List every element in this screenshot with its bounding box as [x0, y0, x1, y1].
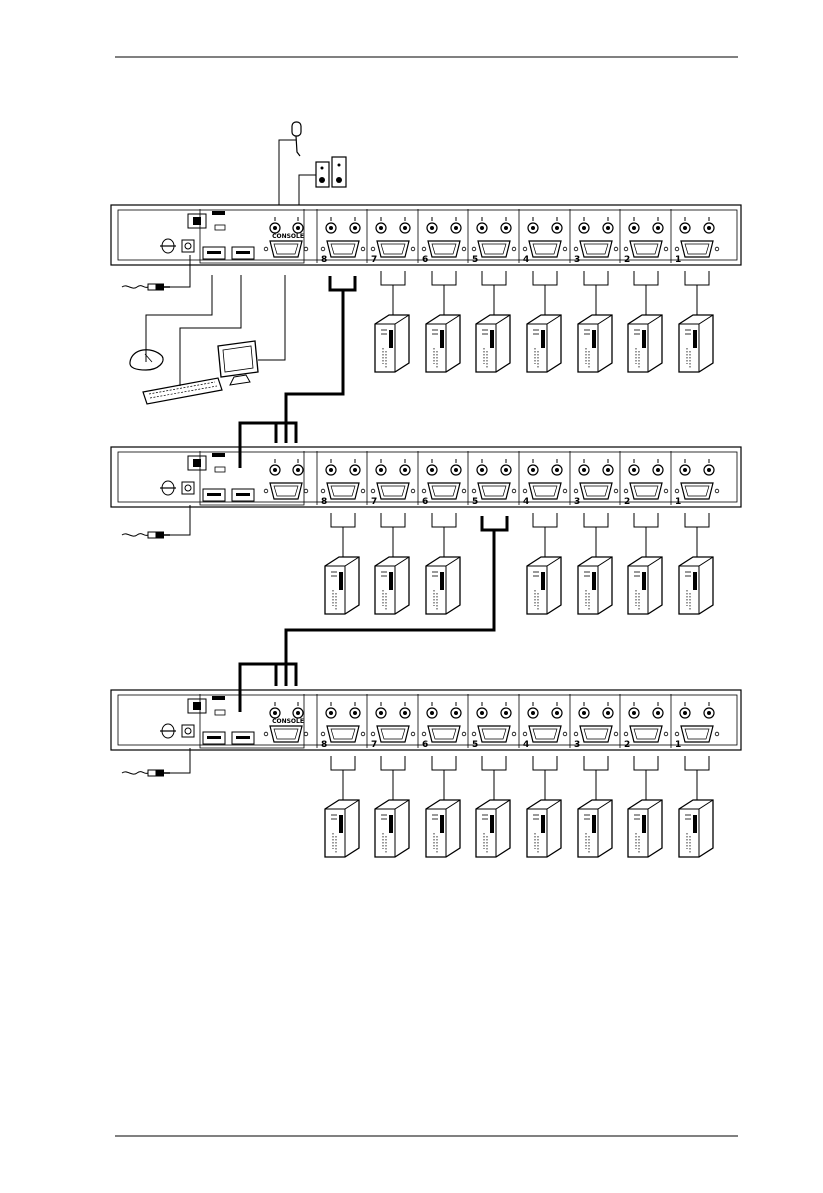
- computer-icon: [628, 271, 662, 372]
- cascade-cable-2-to-3: [240, 516, 507, 712]
- port-number-3: 3: [574, 255, 580, 265]
- port-number-3: 3: [574, 740, 580, 750]
- computer-icon: [476, 756, 510, 857]
- computer-icon: [375, 756, 409, 857]
- computer-icon: [527, 513, 561, 614]
- kvm-switch-1: CONSOLE 8 7 6 5 4 3 2 1: [111, 205, 741, 265]
- computer-icon: [426, 271, 460, 372]
- computer-icon: [628, 513, 662, 614]
- port-number-5: 5: [472, 255, 478, 265]
- port-number-8: 8: [321, 740, 327, 750]
- computer-icon: [426, 756, 460, 857]
- console-label: CONSOLE: [272, 233, 304, 240]
- port-number-4: 4: [523, 255, 529, 265]
- keyboard-icon: [143, 275, 241, 404]
- port-number-7: 7: [371, 255, 377, 265]
- port-number-2: 2: [624, 740, 630, 750]
- port-number-7: 7: [371, 497, 377, 507]
- computer-icon: [578, 271, 612, 372]
- mouse-icon: [130, 275, 212, 370]
- port-number-2: 2: [624, 255, 630, 265]
- computer-icon: [527, 271, 561, 372]
- port-number-3: 3: [574, 497, 580, 507]
- computer-icon: [476, 271, 510, 372]
- computer-icon: [375, 271, 409, 372]
- port-number-6: 6: [422, 255, 428, 265]
- port-number-4: 4: [523, 497, 529, 507]
- port-number-6: 6: [422, 497, 428, 507]
- port-number-1: 1: [675, 740, 681, 750]
- port-number-4: 4: [523, 740, 529, 750]
- port-number-6: 6: [422, 740, 428, 750]
- kvm-switch-3: CONSOLE 8 7 6 5 4 3 2 1: [111, 690, 741, 750]
- computer-icon: [679, 271, 713, 372]
- computer-icon: [679, 756, 713, 857]
- port-number-1: 1: [675, 497, 681, 507]
- monitor-icon: [218, 275, 285, 385]
- port-number-5: 5: [472, 497, 478, 507]
- computer-icon: [679, 513, 713, 614]
- port-number-5: 5: [472, 740, 478, 750]
- port-number-1: 1: [675, 255, 681, 265]
- port-number-2: 2: [624, 497, 630, 507]
- power-cable-3: [122, 748, 190, 777]
- port-number-8: 8: [321, 255, 327, 265]
- computer-icon: [426, 513, 460, 614]
- port-number-7: 7: [371, 740, 377, 750]
- microphone-icon: [279, 122, 301, 206]
- port-number-8: 8: [321, 497, 327, 507]
- computer-icon: [325, 513, 359, 614]
- speakers-icon: [299, 157, 346, 206]
- console-label: CONSOLE: [272, 718, 304, 725]
- kvm-switch-2: 8 7 6 5 4 3 2 1: [111, 447, 741, 507]
- computer-icon: [578, 513, 612, 614]
- power-cable-2: [122, 505, 190, 539]
- computer-icon: [375, 513, 409, 614]
- computer-icon: [578, 756, 612, 857]
- computer-icon: [527, 756, 561, 857]
- computer-icon: [325, 756, 359, 857]
- computer-icon: [628, 756, 662, 857]
